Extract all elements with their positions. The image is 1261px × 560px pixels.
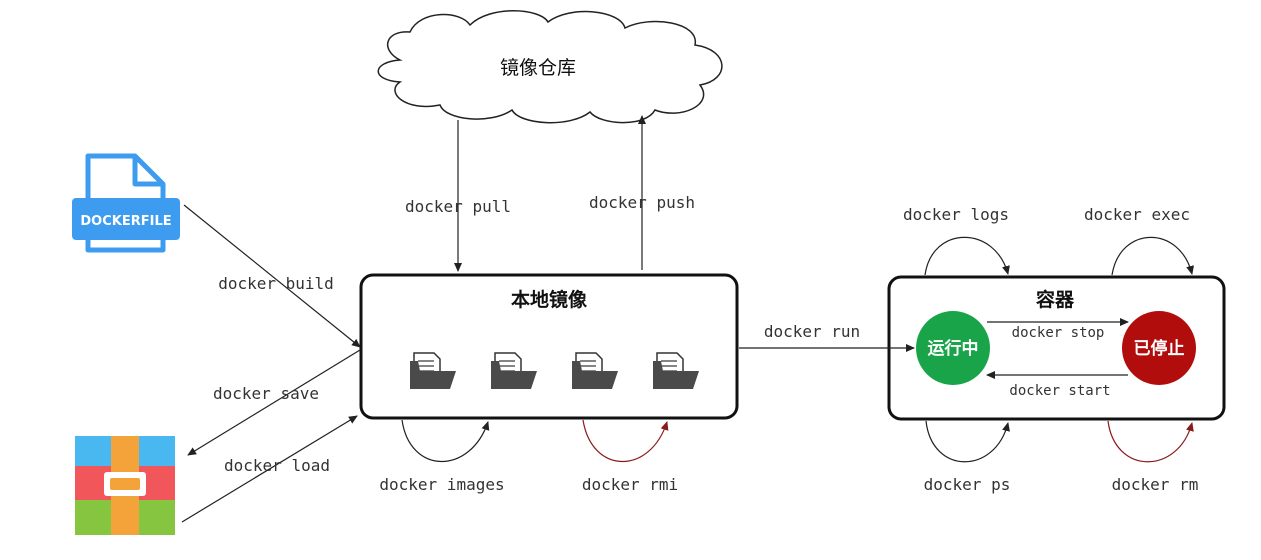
cloud-label: 镜像仓库 [500,57,576,79]
local-images-box: 本地镜像 [359,273,739,420]
load-label: docker load [224,456,330,475]
running-label: 运行中 [928,338,979,359]
pull-label: docker pull [405,197,511,216]
rm-label: docker rm [1112,475,1199,494]
folder-icons [410,352,699,389]
exec-loop-arrow [1111,236,1194,276]
archive-icon [75,436,175,535]
rmi-label: docker rmi [582,475,678,494]
load-arrow [181,415,358,523]
container-title: 容器 [1036,288,1075,311]
logs-loop-arrow [924,236,1010,276]
folder-icon [410,352,456,389]
stopped-state: 已停止 [1122,311,1196,385]
save-label: docker save [213,384,319,403]
start-label: docker start [1009,383,1110,399]
run-label: docker run [764,322,860,341]
folder-icon [653,352,699,389]
save-arrow [187,349,361,456]
local-images-title: 本地镜像 [511,288,588,311]
build-label: docker build [218,274,334,293]
running-state: 运行中 [916,311,990,385]
build-arrow [183,204,361,348]
dockerfile-icon: DOCKERFILE [72,153,180,253]
rm-loop-arrow [1107,420,1194,463]
rmi-loop-arrow [582,419,669,463]
push-label: docker push [589,193,695,212]
stopped-label: 已停止 [1134,338,1185,359]
folder-icon [491,352,537,389]
ps-label: docker ps [924,475,1011,494]
stop-label: docker stop [1012,325,1105,341]
exec-label: docker exec [1084,205,1190,224]
logs-label: docker logs [903,205,1009,224]
dockerfile-label: DOCKERFILE [80,214,171,229]
images-label: docker images [379,475,504,494]
folder-icon [572,352,618,389]
images-loop-arrow [401,419,490,463]
ps-loop-arrow [925,420,1010,463]
image-registry-cloud: 镜像仓库 [377,10,723,124]
